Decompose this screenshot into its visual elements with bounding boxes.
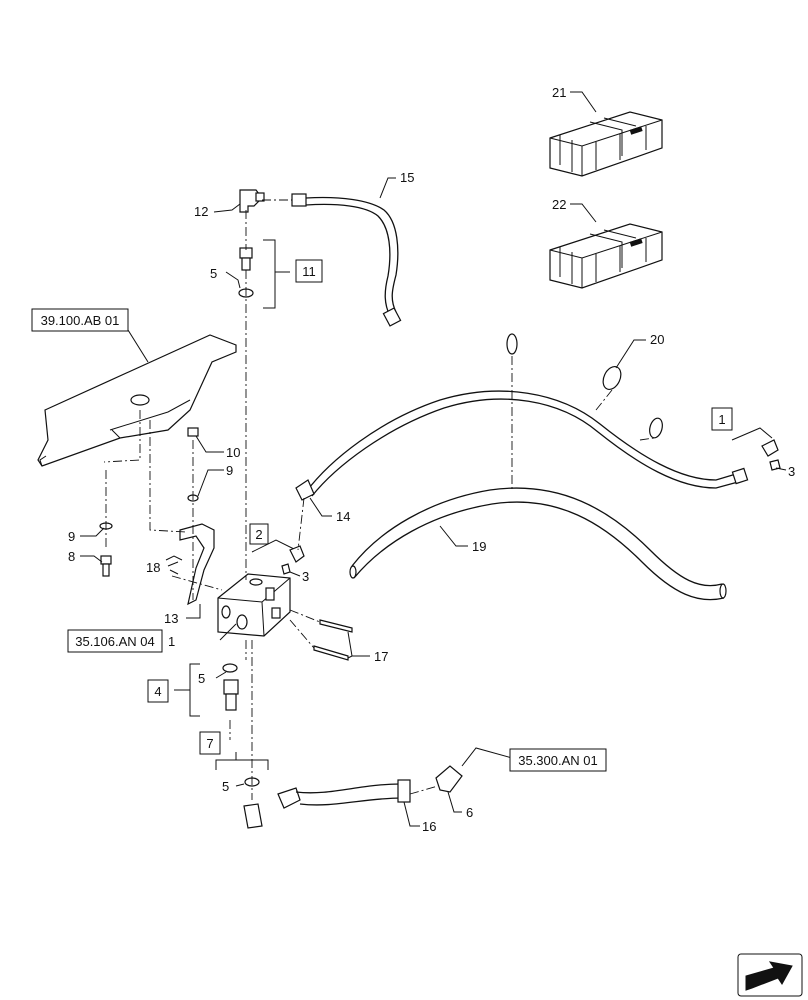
- callout-9-lower: 9: [68, 529, 75, 544]
- callout-21: 21: [552, 85, 566, 100]
- kit-2-bracket: [251, 539, 301, 553]
- callout-1: 1: [168, 634, 175, 649]
- callout-3-left: 3: [302, 569, 309, 584]
- kit-2-box[interactable]: 2: [249, 523, 269, 545]
- kit-1-bracket: [731, 427, 773, 441]
- kit-2-label: 2: [255, 527, 262, 542]
- crate-21[interactable]: [549, 111, 663, 177]
- callout-10: 10: [226, 445, 240, 460]
- kit-7-label: 7: [206, 736, 213, 751]
- o-ring-5-mid[interactable]: [222, 663, 238, 673]
- crate-22[interactable]: [549, 223, 663, 289]
- adapter-fitting-4[interactable]: [223, 679, 239, 711]
- leader-lines: [80, 91, 787, 827]
- callout-3-right: 3: [788, 464, 795, 479]
- kit-1-label: 1: [718, 412, 725, 427]
- bolt-10[interactable]: [187, 427, 199, 437]
- frame-plate[interactable]: [37, 334, 237, 467]
- hose-19[interactable]: [349, 487, 727, 601]
- elbow-fitting-kit-2[interactable]: [289, 545, 305, 563]
- callout-16: 16: [422, 819, 436, 834]
- adapter-fitting-11[interactable]: [239, 247, 253, 271]
- callout-5-bottom: 5: [222, 779, 229, 794]
- callout-20: 20: [650, 332, 664, 347]
- kit-11-label: 11: [302, 264, 316, 279]
- elbow-fitting-12[interactable]: [239, 189, 265, 213]
- kit-4-label: 4: [154, 684, 161, 699]
- callout-19: 19: [472, 539, 486, 554]
- callout-22: 22: [552, 197, 566, 212]
- callout-15: 15: [400, 170, 414, 185]
- bolts-17[interactable]: [313, 619, 353, 661]
- callout-9-upper: 9: [226, 463, 233, 478]
- tube-16[interactable]: [277, 779, 411, 809]
- ref-frame-box[interactable]: 39.100.AB 01: [31, 308, 129, 332]
- callout-5-mid: 5: [198, 671, 205, 686]
- kit-1-box[interactable]: 1: [711, 407, 733, 431]
- bracket-13[interactable]: [179, 523, 215, 606]
- callout-8: 8: [68, 549, 75, 564]
- callout-13: 13: [164, 611, 178, 626]
- ref-valve-label: 35.106.AN 04: [75, 634, 155, 649]
- callout-14: 14: [336, 509, 350, 524]
- cable-tie-20[interactable]: [506, 333, 664, 439]
- bolt-8[interactable]: [100, 555, 112, 577]
- hose-14[interactable]: [295, 390, 749, 501]
- kit-7-box[interactable]: 7: [199, 731, 221, 755]
- kit-7-bracket: [215, 752, 269, 770]
- callout-12: 12: [194, 204, 208, 219]
- valve-block-1[interactable]: [217, 573, 291, 637]
- elbow-fitting-kit-7[interactable]: [243, 803, 263, 829]
- hose-15[interactable]: [291, 193, 402, 327]
- next-page-arrow-icon[interactable]: [737, 953, 803, 997]
- assembly-centerlines: [103, 199, 655, 800]
- ref-adapter-label: 35.300.AN 01: [518, 753, 598, 768]
- callout-17: 17: [374, 649, 388, 664]
- fitting-kit-1[interactable]: [761, 439, 779, 457]
- clip-18[interactable]: [165, 555, 183, 567]
- adapter-fitting-6[interactable]: [435, 765, 463, 793]
- kit-11-bracket: [263, 239, 290, 309]
- callout-6: 6: [466, 805, 473, 820]
- kit-4-box[interactable]: 4: [147, 679, 169, 703]
- callout-5-top: 5: [210, 266, 217, 281]
- callout-18: 18: [146, 560, 160, 575]
- fitting-3-left[interactable]: [281, 563, 291, 575]
- ref-adapter-box[interactable]: 35.300.AN 01: [509, 748, 607, 772]
- fitting-3-right[interactable]: [769, 459, 781, 471]
- kit-11-box[interactable]: 11: [295, 259, 323, 283]
- ref-valve-box[interactable]: 35.106.AN 04: [67, 629, 163, 653]
- ref-frame-label: 39.100.AB 01: [41, 313, 120, 328]
- kit-4-bracket: [174, 663, 200, 717]
